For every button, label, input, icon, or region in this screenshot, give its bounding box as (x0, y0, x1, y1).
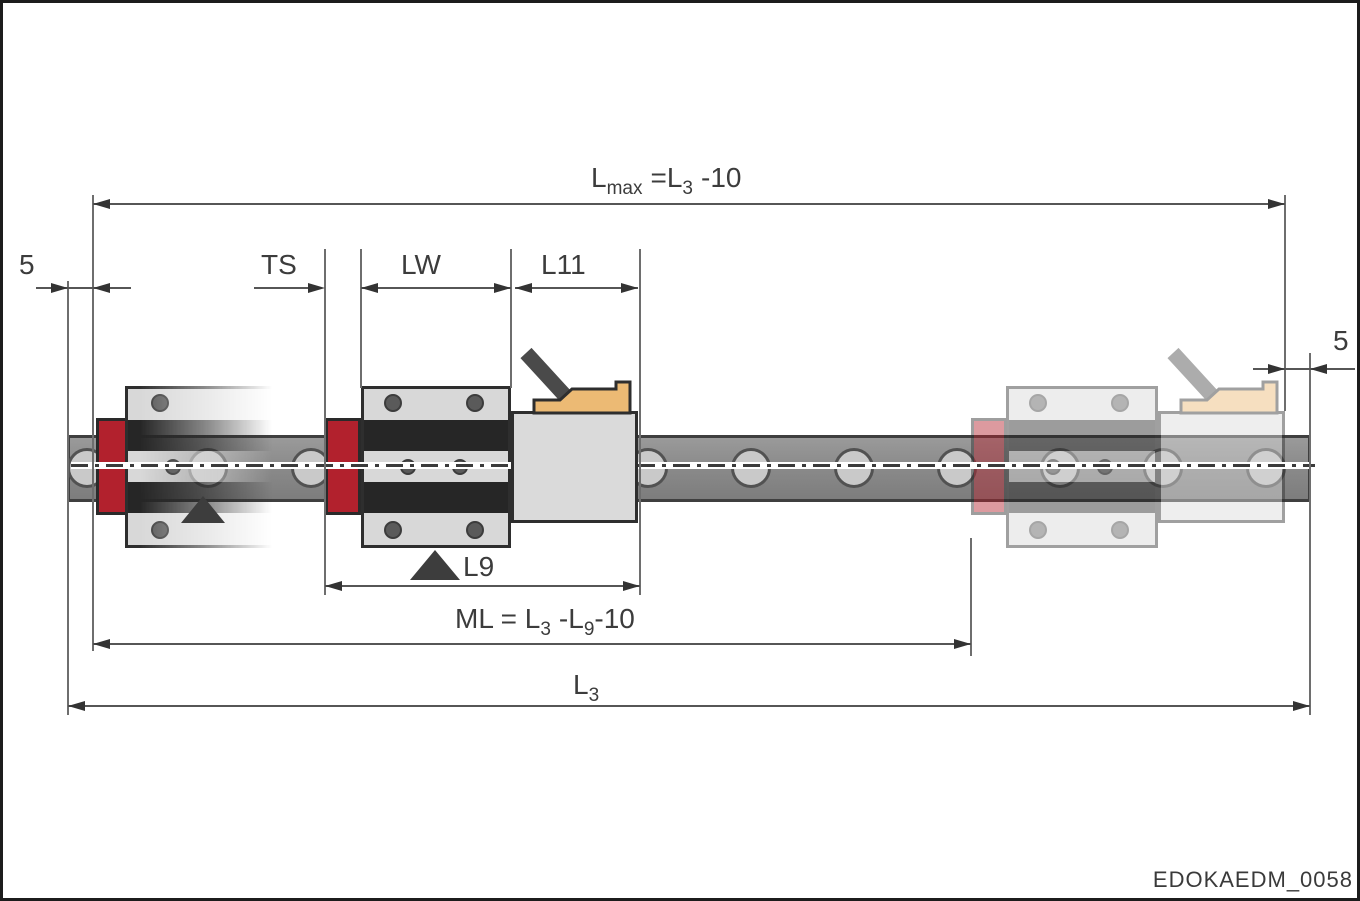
arrowhead (68, 701, 85, 711)
datum-triangle (181, 496, 225, 523)
label-ml: ML = L3 -L9-10 (455, 603, 635, 640)
label-lw: LW (401, 249, 441, 280)
dimension-line-l9 (325, 585, 640, 587)
mounting-hole (151, 521, 169, 539)
mounting-hole (1029, 521, 1047, 539)
extension-line (360, 249, 362, 388)
raceway-stripe (364, 420, 508, 451)
dimension-line-five-left (36, 287, 131, 289)
arrowhead (1268, 364, 1285, 374)
arrowhead (361, 283, 378, 293)
arrowhead (1293, 701, 1310, 711)
plug-connector (1179, 380, 1279, 415)
label-l9: L9 (463, 551, 495, 582)
mounting-hole (384, 521, 402, 539)
cable-icon (520, 347, 576, 407)
connector-and-cable (1167, 347, 1279, 415)
label-l3-sub: 3 (588, 685, 600, 706)
dimension-line-lw (361, 287, 511, 289)
mounting-hole (1111, 521, 1129, 539)
arrowhead (93, 639, 110, 649)
extension-line (1309, 353, 1311, 715)
label-lmax: Lmax =L3 -10 (591, 162, 742, 199)
dimension-line-ts (254, 287, 309, 289)
mounting-hole (151, 394, 169, 412)
arrowhead (51, 283, 68, 293)
label-ml-base: ML = L (455, 603, 541, 634)
connector-and-cable (520, 347, 632, 415)
label-lmax-base: L (591, 162, 607, 193)
mounting-hole (466, 394, 484, 412)
label-five-right: 5 (1333, 325, 1349, 356)
centerline-dashes (638, 464, 1315, 467)
arrowhead (93, 199, 110, 209)
extension-line (970, 538, 972, 656)
label-lmax-tail: -10 (701, 162, 742, 193)
carriage-right-ghost (971, 338, 1293, 548)
extension-line (510, 249, 512, 388)
arrowhead (494, 283, 511, 293)
extension-line (639, 249, 641, 595)
figure-code: EDOKAEDM_0058 (1152, 867, 1353, 892)
raceway-stripe (1009, 420, 1155, 451)
plug-connector (532, 380, 632, 415)
arrowhead (954, 639, 971, 649)
arrowhead (623, 581, 640, 591)
dimension-line-lmax (93, 203, 1285, 205)
label-ml-sub1: 3 (540, 619, 551, 640)
arrowhead (1310, 364, 1327, 374)
raceway-stripe (1009, 482, 1155, 513)
mounting-hole (466, 521, 484, 539)
extension-line (92, 195, 94, 651)
arrowhead (1268, 199, 1285, 209)
label-lmax-eq: =L (650, 162, 683, 193)
extension-line (1284, 195, 1286, 411)
dimension-line-ml (93, 643, 971, 645)
arrowhead (515, 283, 532, 293)
label-ml-sub2: 9 (583, 619, 595, 640)
label-lmax-sub2: 3 (682, 178, 693, 199)
arrowhead (308, 283, 325, 293)
label-five-left: 5 (19, 249, 35, 280)
drive-unit-housing (511, 411, 638, 523)
arrowhead (93, 283, 110, 293)
dimension-line-five-right (1253, 368, 1355, 370)
extension-line (67, 281, 69, 715)
arrowhead (621, 283, 638, 293)
mounting-hole (1029, 394, 1047, 412)
centerline-dashes (71, 464, 511, 467)
label-ml-tail: -10 (594, 603, 635, 634)
label-ts: TS (261, 249, 297, 280)
extension-line (324, 249, 326, 595)
label-lmax-sub: max (606, 178, 643, 199)
dimension-line-l3 (68, 705, 1310, 707)
label-l3-base: L (573, 669, 589, 700)
label-l11: L11 (541, 249, 586, 280)
arrowhead (325, 581, 342, 591)
mounting-hole (384, 394, 402, 412)
raceway-stripe (128, 420, 313, 451)
cable-icon (1167, 347, 1223, 407)
label-ml-mid: -L (558, 603, 584, 634)
datum-triangle (410, 550, 460, 580)
label-l3: L3 (573, 669, 599, 706)
dimension-line-l11 (515, 287, 638, 289)
raceway-stripe (364, 482, 508, 513)
mounting-hole (1111, 394, 1129, 412)
